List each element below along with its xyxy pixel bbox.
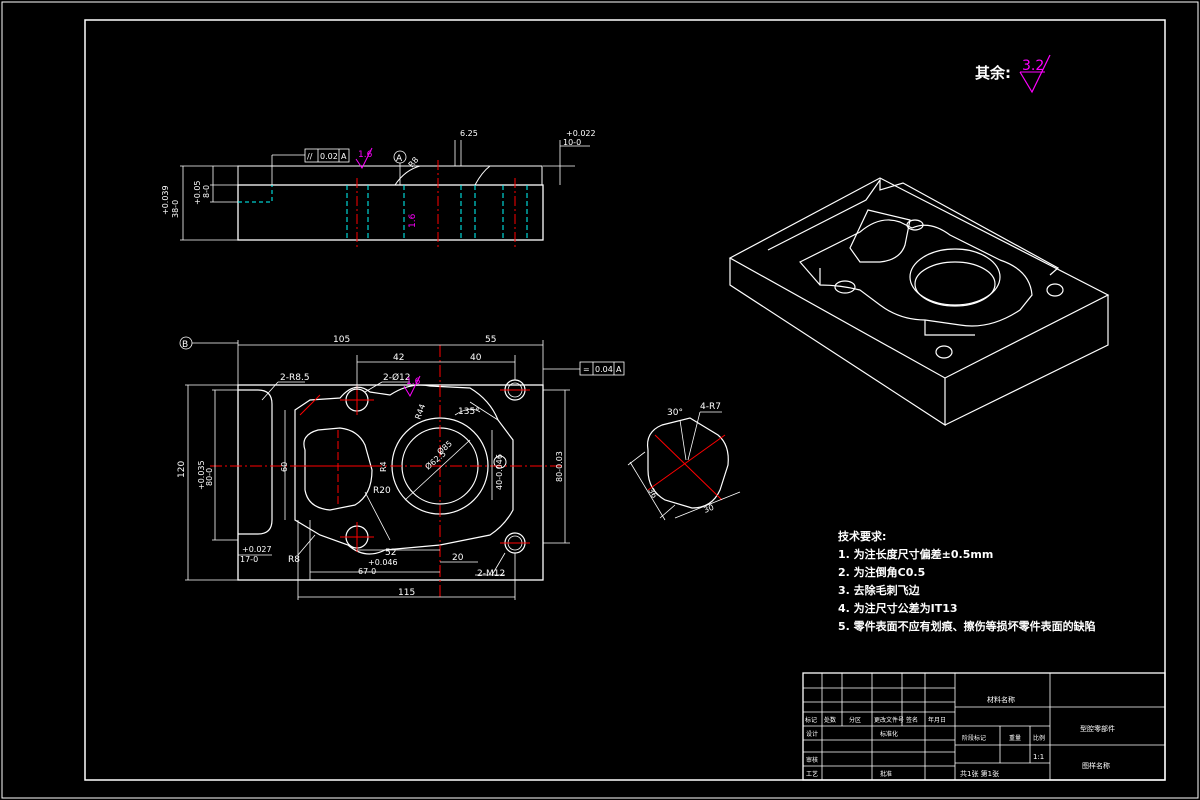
detail-dim-30: 30 bbox=[702, 503, 715, 515]
top-dim-right: 10-0 bbox=[563, 138, 581, 147]
tb-design: 设计 bbox=[806, 730, 818, 738]
parallelism-frame bbox=[304, 148, 350, 163]
label-angle: 135° bbox=[458, 407, 480, 417]
detail-view: 36 30 30° 4-R7 bbox=[627, 402, 741, 521]
tech-req-title: 技术要求: bbox=[838, 529, 886, 543]
label-r8: R8 bbox=[288, 555, 300, 565]
frame-datum: A bbox=[341, 152, 347, 161]
tb-header-sign: 签名 bbox=[906, 716, 918, 724]
label-phi-inner: Ø62.5 bbox=[423, 448, 448, 471]
tol-67: +0.046 bbox=[368, 558, 398, 567]
label-r85: 2-R8.5 bbox=[280, 373, 310, 383]
dim-80-003: 80-0.03 bbox=[555, 451, 564, 482]
top-roughness-2: 1.6 bbox=[408, 213, 418, 228]
tb-stage: 阶段标记 bbox=[962, 734, 986, 742]
dim-55: 55 bbox=[485, 335, 496, 345]
detail-angle: 30° bbox=[667, 408, 683, 418]
dim-60: 60 bbox=[280, 462, 289, 472]
front-roughness: 1.6 bbox=[406, 377, 421, 387]
dim-42: 42 bbox=[393, 353, 404, 363]
top-tol-inner: +0.05 bbox=[193, 180, 202, 205]
roughness-mark-icon bbox=[355, 147, 373, 169]
tb-sheet-info: 共1张 第1张 bbox=[960, 769, 999, 778]
tech-req-item: 2. 为注倒角C0.5 bbox=[838, 565, 925, 579]
dim-52: 52 bbox=[385, 548, 396, 558]
tol-left: +0.035 bbox=[197, 460, 206, 490]
dim-20: 20 bbox=[452, 553, 464, 563]
dim-67: 67-0 bbox=[358, 567, 376, 576]
label-m12: 2-M12 bbox=[477, 569, 505, 579]
tb-review: 审核 bbox=[806, 756, 818, 764]
tb-scale-value: 1:1 bbox=[1033, 753, 1044, 761]
frame-symbol: // bbox=[307, 152, 313, 161]
tb-header-doc: 更改文件号 bbox=[874, 716, 904, 724]
datum-a-label: A bbox=[396, 154, 403, 164]
title-block-text: 标记 处数 分区 更改文件号 签名 年月日 设计 标准化 审核 工艺 批准 材料… bbox=[805, 695, 1115, 778]
tb-process: 工艺 bbox=[806, 770, 818, 778]
dim-17: 17-0 bbox=[240, 555, 258, 564]
dim-105: 105 bbox=[333, 335, 350, 345]
top-section-view: +0.039 38-0 +0.05 8-0 // 0.02 A 1.6 A R8… bbox=[161, 129, 596, 250]
front-roughness-icon bbox=[403, 375, 421, 398]
detail-pocket-outline bbox=[646, 417, 729, 509]
sheet-frame bbox=[84, 19, 1166, 781]
tb-header-zone: 分区 bbox=[849, 716, 861, 724]
flatness-symbol: = bbox=[583, 365, 590, 374]
label-r44: R44 bbox=[413, 403, 427, 421]
roughness-note: 其余: 3.2 bbox=[975, 54, 1051, 94]
tol-bottom-left: +0.027 bbox=[242, 545, 272, 554]
dim-120: 120 bbox=[177, 461, 187, 478]
datum-b-label: B bbox=[182, 340, 188, 350]
tb-header-count: 处数 bbox=[824, 716, 836, 724]
top-dim-625: 6.25 bbox=[460, 129, 478, 138]
title-block bbox=[802, 672, 1166, 781]
roughness-symbol-icon bbox=[1019, 54, 1051, 94]
roughness-value: 3.2 bbox=[1022, 58, 1044, 74]
flatness-frame bbox=[579, 361, 625, 376]
flatness-datum: A bbox=[616, 365, 622, 374]
tech-req-item: 3. 去除毛刺飞边 bbox=[838, 583, 921, 597]
detail-r7: 4-R7 bbox=[700, 402, 721, 412]
technical-requirements: 技术要求: 1. 为注长度尺寸偏差±0.5mm 2. 为注倒角C0.5 3. 去… bbox=[838, 529, 1096, 633]
dim-40-0046: 40-0.046 bbox=[495, 454, 504, 490]
tech-req-item: 1. 为注长度尺寸偏差±0.5mm bbox=[838, 547, 993, 561]
flatness-value: 0.04 bbox=[595, 365, 613, 374]
tb-header-mark: 标记 bbox=[805, 716, 817, 724]
label-r20: R20 bbox=[373, 486, 391, 496]
top-view-body bbox=[237, 184, 544, 241]
top-r-label: R8 bbox=[407, 155, 421, 169]
top-tol-left: +0.039 bbox=[161, 185, 170, 215]
tb-material: 材料名称 bbox=[987, 695, 1015, 704]
label-phi12: 2-Ø12 bbox=[383, 372, 411, 383]
top-dim-inner: 8-0 bbox=[202, 185, 211, 198]
tb-approve: 批准 bbox=[880, 770, 892, 778]
tb-part-name: 型腔零部件 bbox=[1080, 724, 1115, 733]
tb-standard: 标准化 bbox=[880, 730, 898, 738]
top-tol-right: +0.022 bbox=[566, 129, 596, 138]
tb-company: 图样名称 bbox=[1082, 761, 1110, 770]
tb-header-date: 年月日 bbox=[928, 716, 946, 724]
front-view: B 105 55 42 40 2-R8.5 2-Ø12 1.6 R44 135°… bbox=[177, 335, 625, 600]
tech-req-item: 4. 为注尺寸公差为IT13 bbox=[838, 601, 958, 615]
isometric-view bbox=[728, 177, 1110, 427]
dim-40: 40 bbox=[470, 353, 482, 363]
tb-weight: 重量 bbox=[1009, 734, 1021, 742]
frame-value: 0.02 bbox=[320, 152, 338, 161]
top-roughness-1: 1.6 bbox=[358, 150, 373, 160]
front-view-body bbox=[237, 384, 544, 581]
label-r-small: R4 bbox=[379, 461, 388, 472]
top-dim-left: 38-0 bbox=[171, 200, 180, 218]
tech-req-item: 5. 零件表面不应有划痕、擦伤等损坏零件表面的缺陷 bbox=[838, 619, 1096, 633]
roughness-label: 其余: bbox=[975, 64, 1011, 82]
tb-scale-label: 比例 bbox=[1033, 734, 1045, 742]
detail-dim-36: 36 bbox=[646, 487, 659, 500]
dim-115: 115 bbox=[398, 588, 415, 598]
dim-80-left: 80-0 bbox=[205, 468, 214, 486]
